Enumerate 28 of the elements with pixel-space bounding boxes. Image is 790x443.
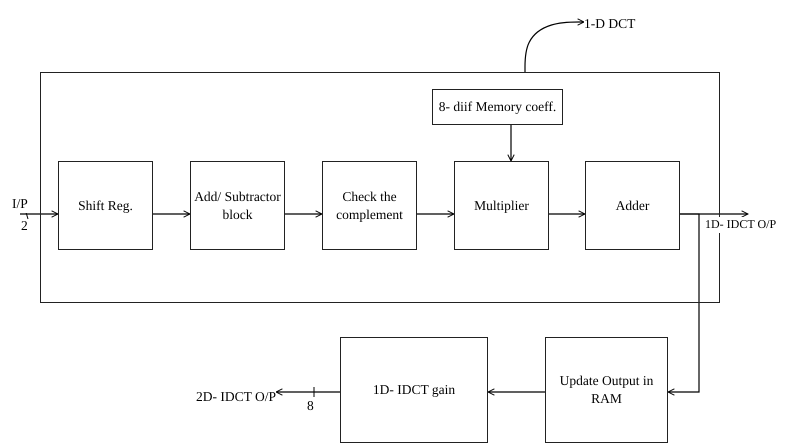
process-box xyxy=(190,161,285,250)
process-box xyxy=(58,161,153,250)
arrow xyxy=(285,210,322,218)
block-label: Update Output in RAM xyxy=(558,372,654,408)
arrow xyxy=(668,213,700,396)
process-box xyxy=(585,161,680,250)
process-box xyxy=(340,337,488,443)
block-label: 8- diif Memory coeff. xyxy=(438,98,558,116)
arrow xyxy=(20,210,58,218)
process-box xyxy=(322,161,417,250)
block-label: Add/ Subtractor block xyxy=(193,188,282,224)
process-box xyxy=(545,337,668,443)
arrow xyxy=(488,388,545,396)
bus-width-label: 2 xyxy=(21,219,28,232)
bus-width-label: 8 xyxy=(307,399,314,412)
arrow xyxy=(153,210,190,218)
block-label: Multiplier xyxy=(473,196,530,214)
arrow xyxy=(276,388,340,396)
arrow xyxy=(549,210,586,218)
block-label: 1D- IDCT gain xyxy=(372,381,456,399)
arrow xyxy=(417,210,454,218)
process-box xyxy=(432,89,563,125)
block-label: Shift Reg. xyxy=(77,196,134,214)
arrow xyxy=(524,18,584,72)
arrow xyxy=(507,125,515,162)
process-box xyxy=(454,161,549,250)
block-label: Check the complement xyxy=(335,188,404,224)
block-label: Adder xyxy=(614,196,650,214)
